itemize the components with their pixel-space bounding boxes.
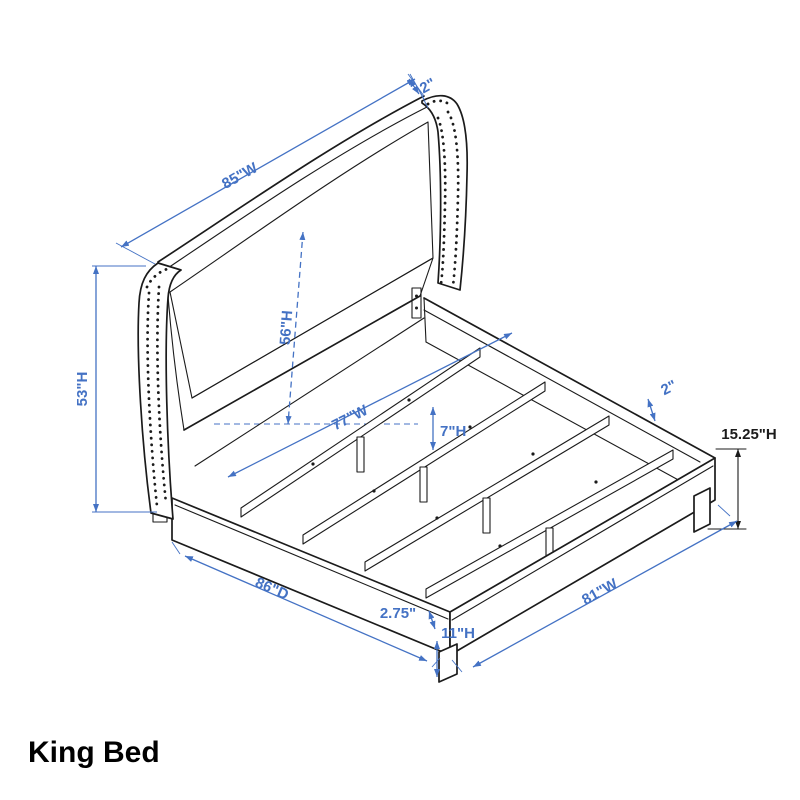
headboard-bottom-edge <box>183 295 421 431</box>
dim-frame-inner-height-label: 7"H <box>440 423 466 440</box>
dimension-line <box>472 520 738 668</box>
dim-headboard-height-label: 56"H <box>277 310 296 346</box>
slat-screw <box>311 462 315 466</box>
dim-slat-span: 77"W <box>227 332 513 478</box>
dim-headboard-width: 85"W <box>115 73 425 265</box>
right-rail-top-edge <box>423 297 716 459</box>
left-rail-seam <box>174 504 449 620</box>
dim-width-label: 81"W <box>579 575 621 609</box>
extension-line <box>717 504 731 517</box>
headboard-top-inner-edge <box>161 106 428 273</box>
dimensions: 85"W 2" 53"H 56"H 77"W 7"H <box>74 73 777 677</box>
nailhead-trim-left-inner <box>156 285 168 505</box>
left-wing <box>137 262 182 520</box>
dim-rail-top-thickness: 2" <box>647 377 680 422</box>
slat-screw <box>407 398 411 402</box>
tufted-panel <box>169 121 434 399</box>
dim-overall-height-label: 53"H <box>74 372 91 407</box>
slat-screw <box>531 452 535 456</box>
extension-line <box>417 87 429 109</box>
center-leg <box>482 497 491 534</box>
slat-screw <box>498 544 502 548</box>
dim-side-rail-height-label: 15.25"H <box>721 426 776 443</box>
nailhead-trim-right-top <box>426 99 453 108</box>
slat-screw <box>594 480 598 484</box>
dim-headboard-thickness-label: 2" <box>417 75 439 97</box>
dimension-line <box>428 610 436 630</box>
center-leg <box>356 436 365 473</box>
dim-slat-thickness: 2.75" <box>380 605 436 630</box>
bracket-bolt <box>415 306 418 310</box>
right-leg <box>693 487 711 533</box>
dim-headboard-height: 56"H <box>277 231 306 425</box>
dim-leg-height: 11"H <box>434 625 475 677</box>
headboard-top-outer-edge <box>157 95 425 263</box>
dim-overall-height: 53"H <box>74 265 157 513</box>
dim-slat-thickness-label: 2.75" <box>380 605 416 622</box>
diagram-title: King Bed <box>28 736 160 769</box>
bracket-plate <box>411 287 422 319</box>
dimension-line <box>227 332 513 478</box>
dimension-line <box>184 555 428 662</box>
slat-screw <box>468 425 472 429</box>
extension-line <box>451 659 463 673</box>
center-leg <box>419 466 428 503</box>
dim-side-rail-height: 15.25"H <box>707 426 777 530</box>
tufting-bottom-line <box>191 257 434 399</box>
slat-screw <box>372 489 376 493</box>
slat <box>302 381 546 545</box>
dimension-line <box>120 78 416 248</box>
bed-frame <box>152 287 716 683</box>
dimension-line <box>647 398 656 422</box>
dim-rail-top-thickness-label: 2" <box>658 377 680 399</box>
dim-headboard-width-label: 85"W <box>219 159 261 193</box>
dimension-line <box>408 78 420 95</box>
center-support-legs <box>356 436 554 564</box>
extension-line <box>171 541 181 555</box>
headboard-right-lower-edge <box>419 257 434 297</box>
rail-bracket <box>411 287 422 319</box>
slat-screw <box>435 516 439 520</box>
dim-leg-height-label: 11"H <box>441 625 475 642</box>
headboard-base-line <box>194 317 425 467</box>
dim-frame-inner-height: 7"H <box>430 407 466 450</box>
right-rail-end-edge <box>423 297 427 343</box>
dim-headboard-thickness: 2" <box>407 73 439 109</box>
